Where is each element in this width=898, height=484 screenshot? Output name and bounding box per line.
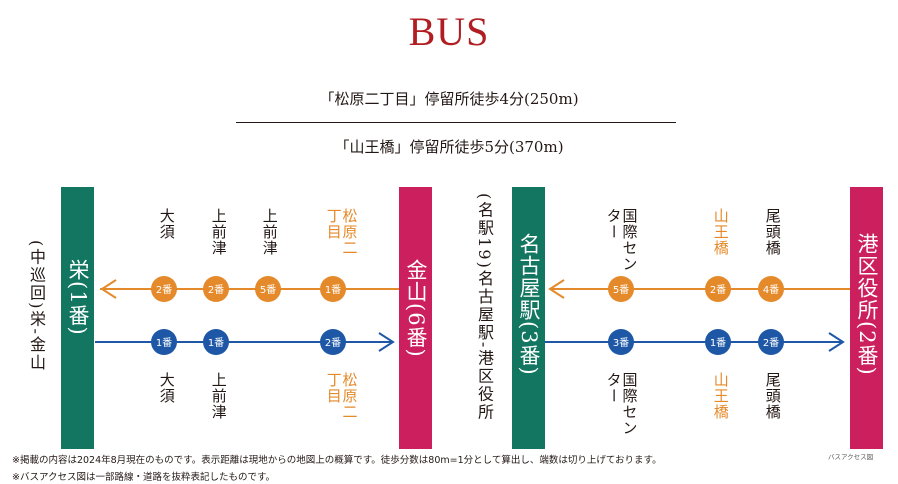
terminal-kanayama: 金山(6番) <box>399 187 432 449</box>
stand-number: 2番 <box>763 337 779 349</box>
terminal-nagoya-station: 名古屋駅(3番) <box>512 187 545 449</box>
stand-badge <box>758 276 784 302</box>
stand-badge <box>320 329 346 355</box>
stop-label: 大須 <box>157 208 176 240</box>
footnote-2: ※バスアクセス図は一部路線・道路を抜粋表記したものです。 <box>12 472 276 483</box>
stop-matsubara-walk: 「松原二丁目」停留所徒歩4分(250m) <box>319 90 579 108</box>
stand-number: 1番 <box>208 337 224 349</box>
right-lower-route-line <box>545 332 845 352</box>
arrow-right-icon <box>378 332 395 352</box>
stop-label: 上前津 <box>209 208 228 256</box>
stand-badge <box>758 329 784 355</box>
stop-label-highlight: 山王橋 <box>711 372 730 420</box>
stand-number: 2番 <box>325 337 341 349</box>
right-upper-route-line <box>548 279 850 299</box>
page-title: BUS <box>408 9 490 54</box>
footnote-1: ※掲載の内容は2024年8月現在のものです。表示距離は現地からの地図上の概算です… <box>12 455 662 466</box>
stand-number: 2番 <box>156 284 172 296</box>
terminal-sakae: 栄(1番) <box>61 187 94 449</box>
stand-badge <box>151 276 177 302</box>
stand-number: 2番 <box>710 284 726 296</box>
stand-badge <box>705 329 731 355</box>
stop-label: 尾頭橋 <box>763 208 782 256</box>
divider <box>236 122 676 123</box>
stand-number: 4番 <box>763 284 779 296</box>
stand-badge <box>608 329 634 355</box>
stand-number: 1番 <box>710 337 726 349</box>
stand-number: 1番 <box>325 284 341 296</box>
stop-label-highlight: 山王橋 <box>711 208 730 256</box>
stop-label-highlight: 松原二丁目 <box>324 372 359 420</box>
route-name-right: (名駅19)名古屋駅-港区役所 <box>475 193 494 422</box>
arrow-right-icon <box>828 332 845 352</box>
stand-badge <box>320 276 346 302</box>
stand-badge <box>705 276 731 302</box>
stop-label: 国際センター <box>604 372 639 436</box>
stand-badge <box>608 276 634 302</box>
stop-label-highlight: 松原二丁目 <box>324 208 359 256</box>
stand-badge <box>203 329 229 355</box>
stand-number: 2番 <box>208 284 224 296</box>
stop-label: 国際センター <box>604 208 639 272</box>
stand-badge <box>203 276 229 302</box>
left-lower-route-line <box>95 332 395 352</box>
stand-badge <box>255 276 281 302</box>
figure-credit: バスアクセス図 <box>828 453 874 461</box>
arrow-left-icon <box>100 279 117 299</box>
stop-label: 上前津 <box>260 208 279 256</box>
stand-badge <box>151 329 177 355</box>
terminal-minato-ward-office: 港区役所(2番) <box>850 187 883 449</box>
stop-label: 大須 <box>157 372 176 404</box>
left-upper-route-line <box>100 279 400 299</box>
stop-sannobashi-walk: 「山王橋」停留所徒歩5分(370m) <box>334 138 564 156</box>
stand-number: 3番 <box>613 337 629 349</box>
route-name-left: (中巡回)栄-金山 <box>27 240 46 372</box>
stand-number: 1番 <box>156 337 172 349</box>
stand-number: 5番 <box>260 284 276 296</box>
stop-label: 尾頭橋 <box>763 372 782 420</box>
arrow-left-icon <box>548 279 565 299</box>
stand-number: 5番 <box>613 284 629 296</box>
stop-label: 上前津 <box>209 372 228 420</box>
